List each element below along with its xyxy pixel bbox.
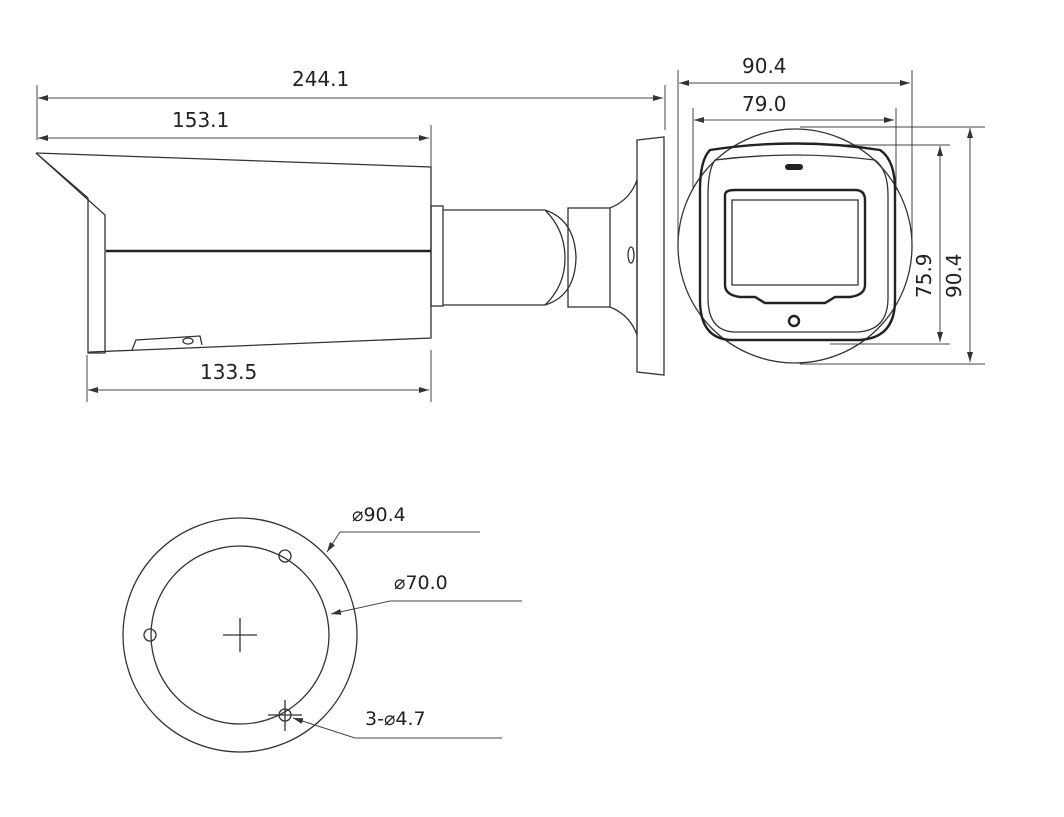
housing-width-label: 79.0 [742,92,787,116]
housing-height-label: 75.9 [912,253,936,298]
camera-front-view [677,128,913,364]
holes-label: 3-⌀4.7 [365,708,426,730]
overall-length-label: 244.1 [292,67,350,91]
front-width-label: 90.4 [742,54,787,78]
bottom-length-label: 133.5 [200,360,258,384]
housing-length-label: 153.1 [172,108,230,132]
front-view-dimensions [677,70,985,365]
outer-diameter-label: ⌀90.4 [352,504,406,526]
overall-height-label: 90.4 [942,253,966,298]
mount-base-view [122,517,522,753]
side-view-dimensions [36,85,666,402]
camera-side-view [35,136,665,376]
bolt-circle-label: ⌀70.0 [394,572,448,594]
